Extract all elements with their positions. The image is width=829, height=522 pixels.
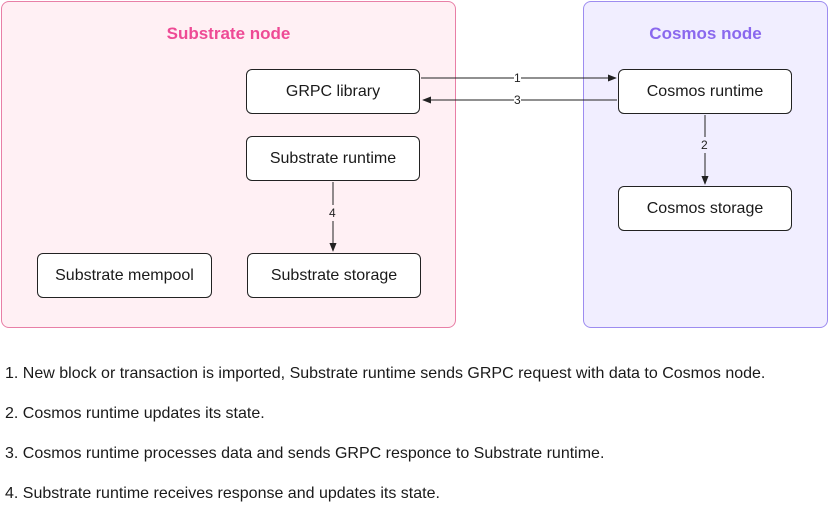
step-notes: 1. New block or transaction is imported,… — [5, 362, 765, 522]
note-step-1: 1. New block or transaction is imported,… — [5, 365, 766, 382]
note-step-2: 2. Cosmos runtime updates its state. — [5, 405, 265, 422]
cosmos-storage-node: Cosmos storage — [618, 186, 792, 231]
note-step-4: 4. Substrate runtime receives response a… — [5, 485, 440, 502]
note-step-3: 3. Cosmos runtime processes data and sen… — [5, 445, 605, 462]
substrate-mempool-node: Substrate mempool — [37, 253, 212, 298]
edge-1-label: 1 — [514, 71, 521, 85]
cosmos-node-panel: Cosmos node — [583, 1, 828, 328]
cosmos-runtime-node: Cosmos runtime — [618, 69, 792, 114]
cosmos-node-title: Cosmos node — [649, 24, 762, 43]
grpc-library-node: GRPC library — [246, 69, 420, 114]
edge-4-label: 4 — [329, 205, 336, 221]
edge-3-label: 3 — [514, 93, 521, 107]
substrate-node-title: Substrate node — [166, 24, 291, 43]
edge-2-label: 2 — [701, 137, 708, 153]
substrate-storage-node: Substrate storage — [247, 253, 421, 298]
substrate-runtime-node: Substrate runtime — [246, 136, 420, 181]
